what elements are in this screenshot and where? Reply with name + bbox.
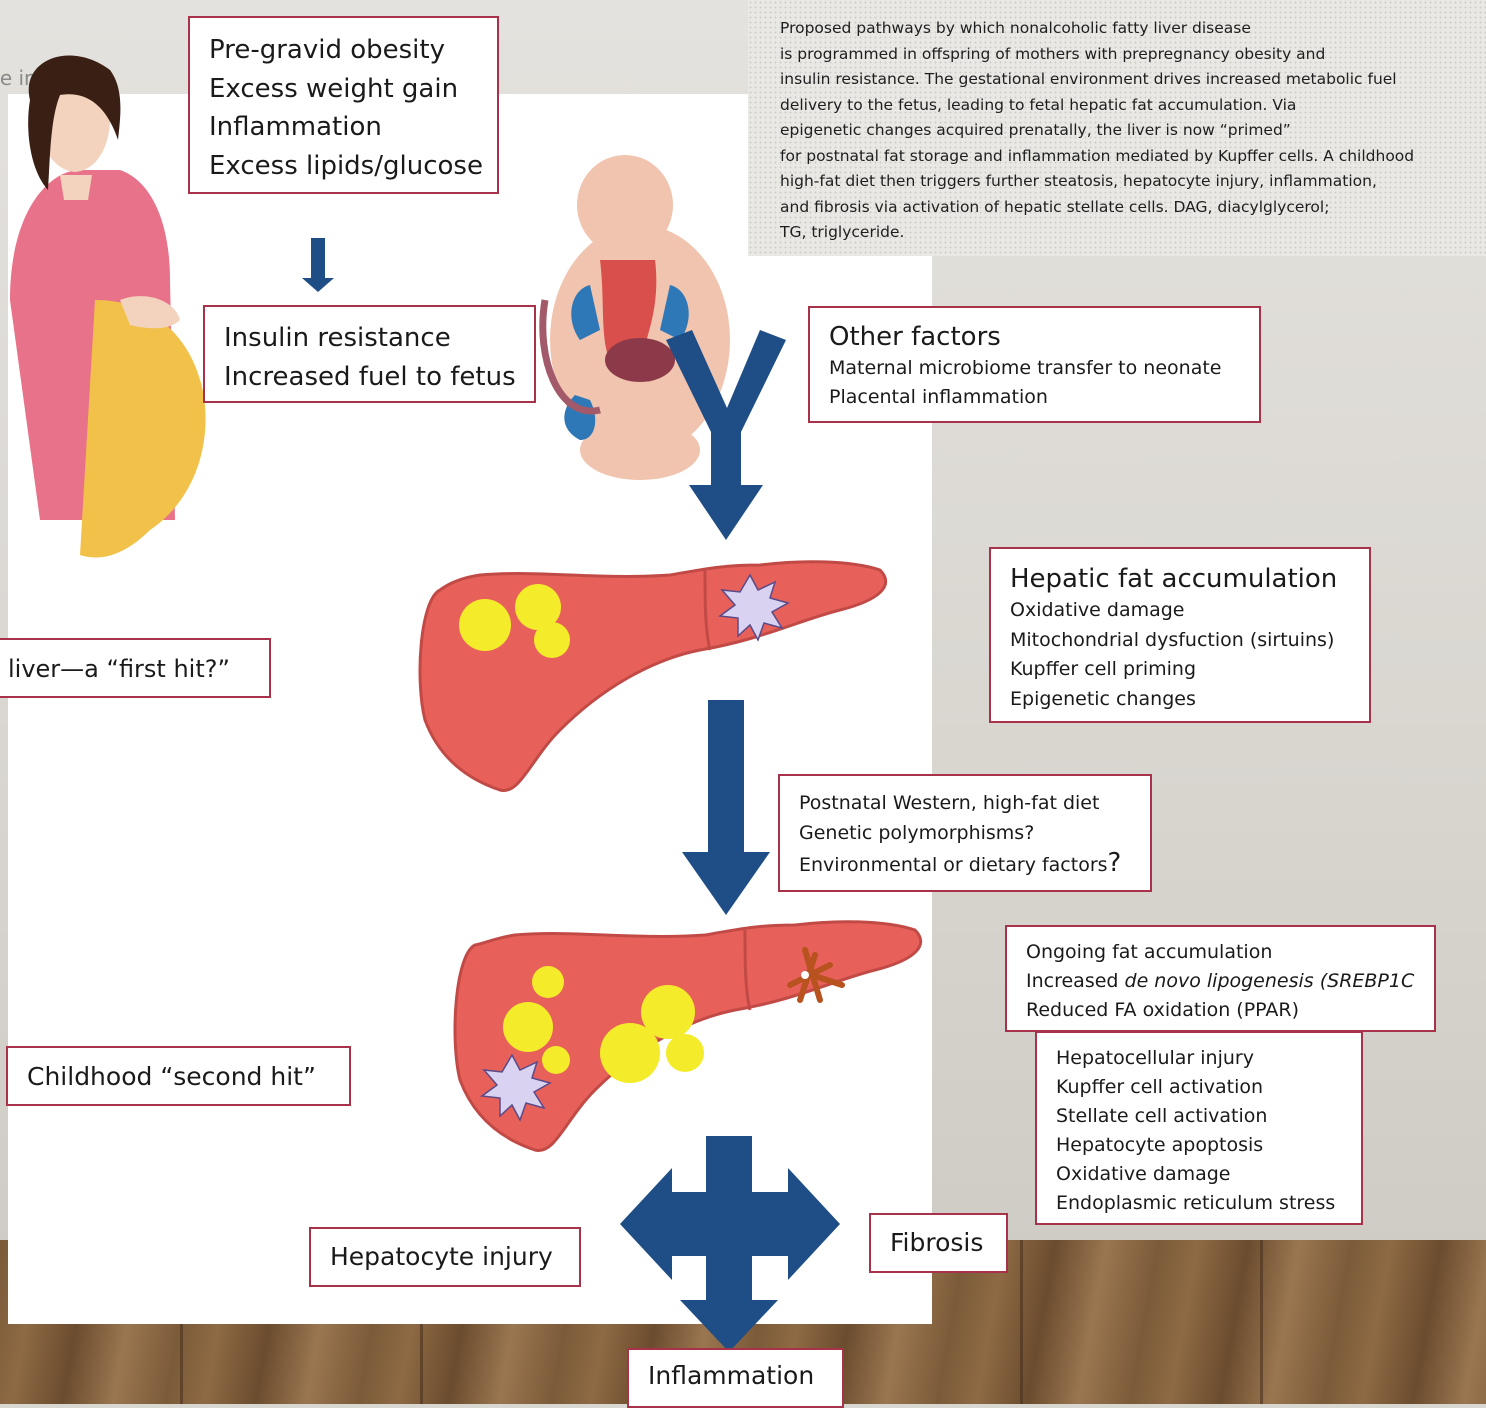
postnatal-factors-box: Postnatal Western, high-fat diet Genetic… xyxy=(778,774,1152,892)
ongoing-line: Reduced FA oxidation (PPAR) xyxy=(1026,996,1434,1025)
fibrosis-box: Fibrosis xyxy=(869,1213,1008,1273)
maternal-factor: Inflammation xyxy=(209,108,497,147)
inflammation-box: Inflammation xyxy=(627,1348,844,1408)
postnatal-item-environmental: Environmental or dietary factors? xyxy=(799,848,1150,880)
second-hit-box: Childhood “second hit” xyxy=(6,1046,351,1106)
ongoing-italic: de novo lipogenesis (SREBP1C xyxy=(1125,970,1415,992)
ongoing-accumulation-box: Ongoing fat accumulation Increased de no… xyxy=(1005,925,1436,1032)
hepatic-fat-box: Hepatic fat accumulation Oxidative damag… xyxy=(989,547,1371,723)
maternal-factor: Excess weight gain xyxy=(209,70,497,109)
ongoing-line: Ongoing fat accumulation xyxy=(1026,938,1434,967)
outcome-cross-arrow xyxy=(620,1136,840,1352)
fibrosis-label: Fibrosis xyxy=(890,1227,1006,1259)
first-hit-label: liver—a “first hit?” xyxy=(8,653,269,685)
inflammation-label: Inflammation xyxy=(648,1360,842,1392)
postnatal-item: Postnatal Western, high-fat diet xyxy=(799,788,1150,818)
postnatal-item: Environmental or dietary factors xyxy=(799,854,1108,876)
other-factor-item: Placental inflammation xyxy=(829,383,1259,412)
injury-item: Oxidative damage xyxy=(1056,1160,1361,1189)
liver-one xyxy=(420,562,886,791)
maternal-down-arrow xyxy=(302,238,334,292)
insulin-box-line: Increased fuel to fetus xyxy=(224,358,534,397)
fetus-illustration xyxy=(543,155,730,480)
hepatic-fat-item: Epigenetic changes xyxy=(1010,685,1369,715)
ongoing-line-lipogenesis: Increased de novo lipogenesis (SREBP1C xyxy=(1026,967,1434,996)
other-factors-box: Other factors Maternal microbiome transf… xyxy=(808,306,1261,423)
injury-item: Kupffer cell activation xyxy=(1056,1073,1361,1102)
insulin-box-line: Insulin resistance xyxy=(224,319,534,358)
first-hit-box: liver—a “first hit?” xyxy=(0,638,271,698)
injury-item: Hepatocyte apoptosis xyxy=(1056,1131,1361,1160)
injury-item: Endoplasmic reticulum stress xyxy=(1056,1189,1361,1218)
liver-progression-arrow xyxy=(682,700,770,915)
hepatic-fat-item: Oxidative damage xyxy=(1010,596,1369,626)
insulin-resistance-box: Insulin resistance Increased fuel to fet… xyxy=(203,305,536,403)
hepatocyte-injury-label: Hepatocyte injury xyxy=(330,1241,579,1273)
maternal-factor: Pre-gravid obesity xyxy=(209,31,497,70)
postnatal-question-mark: ? xyxy=(1108,848,1122,878)
maternal-factors-box: Pre-gravid obesity Excess weight gain In… xyxy=(188,16,499,194)
injury-item: Hepatocellular injury xyxy=(1056,1044,1361,1073)
hepatic-fat-title: Hepatic fat accumulation xyxy=(1010,562,1369,596)
other-factor-item: Maternal microbiome transfer to neonate xyxy=(829,354,1259,383)
other-factors-title: Other factors xyxy=(829,320,1259,354)
liver-two xyxy=(455,922,921,1151)
second-hit-label: Childhood “second hit” xyxy=(27,1061,349,1093)
hepatocyte-injury-box: Hepatocyte injury xyxy=(309,1227,581,1287)
ongoing-prefix: Increased xyxy=(1026,970,1125,992)
hepatic-fat-item: Mitochondrial dysfuction (sirtuins) xyxy=(1010,626,1369,656)
postnatal-item: Genetic polymorphisms? xyxy=(799,818,1150,848)
hepatic-fat-item: Kupffer cell priming xyxy=(1010,655,1369,685)
pregnant-woman-illustration xyxy=(10,56,206,558)
injury-item: Stellate cell activation xyxy=(1056,1102,1361,1131)
maternal-factor: Excess lipids/glucose xyxy=(209,147,497,186)
injury-list-box: Hepatocellular injury Kupffer cell activ… xyxy=(1035,1031,1363,1225)
